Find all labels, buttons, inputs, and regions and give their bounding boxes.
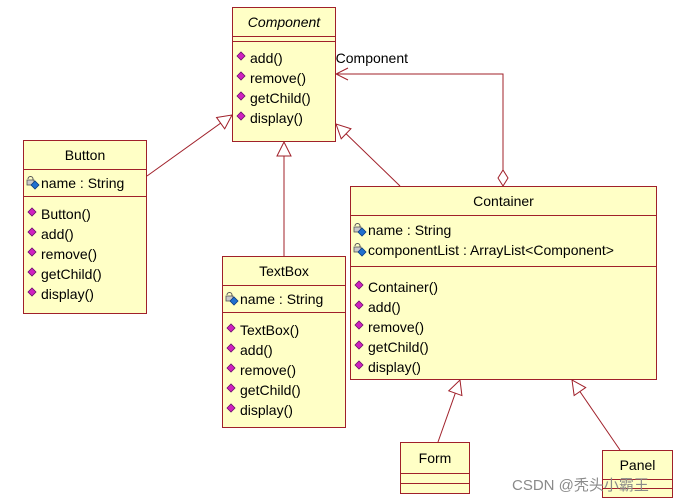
attribute-compartment [603, 480, 672, 489]
attribute-compartment [401, 474, 469, 484]
class-name: TextBox [223, 257, 345, 286]
public-operation-icon [353, 280, 367, 294]
public-operation-icon [225, 363, 239, 377]
public-operation-icon [26, 267, 40, 281]
public-operation-icon [26, 227, 40, 241]
operation-compartment: add() remove() getChild() display() [233, 42, 335, 131]
public-operation-icon [26, 287, 40, 301]
operation-row: add() [353, 297, 656, 317]
operation-row: display() [353, 357, 656, 377]
public-operation-icon [225, 323, 239, 337]
attribute-row: componentList : ArrayList<Component> [353, 240, 656, 260]
private-attribute-icon [225, 292, 239, 306]
public-operation-icon [235, 91, 249, 105]
operation-compartment: Button() add() remove() getChild() displ… [24, 197, 146, 307]
operation-row: remove() [225, 360, 345, 380]
operation-row: remove() [235, 68, 335, 88]
operation-row: display() [26, 284, 146, 304]
class-component[interactable]: Component add() remove() getChild() disp… [232, 7, 336, 142]
attribute-row: name : String [353, 220, 656, 240]
operation-row: display() [225, 400, 345, 420]
public-operation-icon [353, 340, 367, 354]
class-name: Button [24, 141, 146, 170]
public-operation-icon [26, 207, 40, 221]
operation-row: remove() [353, 317, 656, 337]
operation-row: add() [235, 48, 335, 68]
class-container[interactable]: Container name : String componentList : … [350, 186, 657, 380]
aggregation-line [336, 74, 504, 170]
operation-row: getChild() [353, 337, 656, 357]
public-operation-icon [225, 403, 239, 417]
operation-row: Button() [26, 204, 146, 224]
public-operation-icon [235, 51, 249, 65]
class-name: Component [233, 8, 335, 37]
form-generalization [437, 380, 460, 443]
public-operation-icon [353, 300, 367, 314]
operation-row: add() [26, 224, 146, 244]
operation-row: Container() [353, 277, 656, 297]
private-attribute-icon [353, 243, 367, 257]
attribute-compartment [233, 37, 335, 42]
watermark: CSDN @秃头小霸王 [512, 477, 649, 494]
class-name: Panel [603, 451, 672, 480]
public-operation-icon [353, 320, 367, 334]
public-operation-icon [26, 247, 40, 261]
operation-row: getChild() [225, 380, 345, 400]
class-name: Container [351, 187, 656, 216]
public-operation-icon [235, 71, 249, 85]
operation-row: display() [235, 108, 335, 128]
class-textbox[interactable]: TextBox name : String TextBox() add() re… [222, 256, 346, 428]
operation-compartment: Container() add() remove() getChild() di… [351, 267, 656, 380]
attribute-row: name : String [26, 173, 146, 193]
attribute-compartment: name : String [223, 286, 345, 313]
operation-row: getChild() [26, 264, 146, 284]
panel-generalization [572, 380, 621, 451]
operation-row: TextBox() [225, 320, 345, 340]
operation-row: getChild() [235, 88, 335, 108]
class-panel[interactable]: Panel [602, 450, 673, 498]
public-operation-icon [353, 360, 367, 374]
public-operation-icon [225, 343, 239, 357]
operation-compartment [401, 484, 469, 494]
public-operation-icon [225, 383, 239, 397]
public-operation-icon [235, 111, 249, 125]
button-generalization [146, 115, 232, 177]
aggregation-diamond [497, 169, 509, 187]
class-form[interactable]: Form [400, 442, 470, 494]
attribute-compartment: name : String componentList : ArrayList<… [351, 216, 656, 267]
attribute-row: name : String [225, 289, 345, 309]
operation-compartment: TextBox() add() remove() getChild() disp… [223, 313, 345, 423]
class-button[interactable]: Button name : String Button() add() remo… [23, 140, 147, 314]
container-generalization [336, 124, 401, 187]
operation-row: remove() [26, 244, 146, 264]
attribute-compartment: name : String [24, 170, 146, 197]
private-attribute-icon [353, 223, 367, 237]
private-attribute-icon [26, 176, 40, 190]
class-name: Form [401, 443, 469, 474]
operation-row: add() [225, 340, 345, 360]
